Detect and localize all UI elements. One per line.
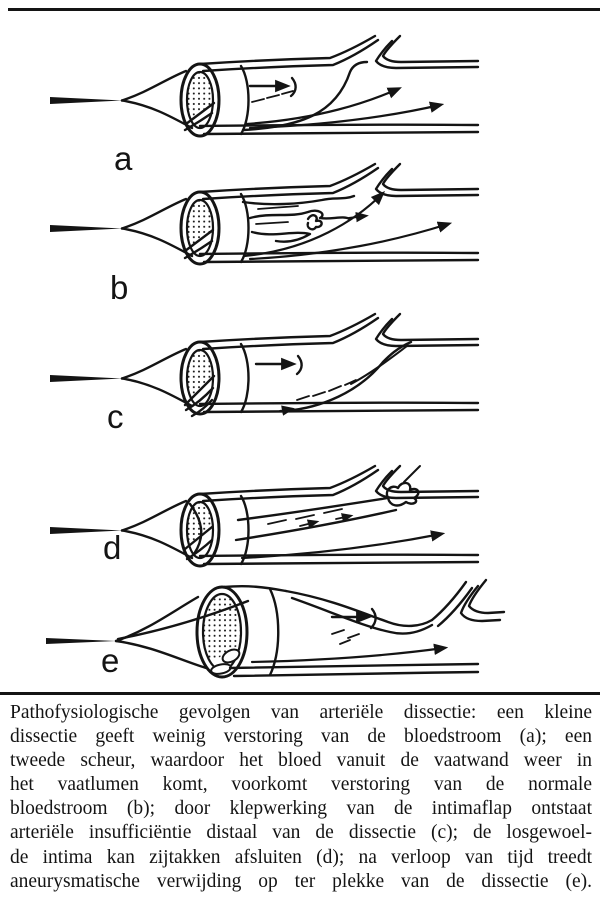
panel-label-a: a <box>114 140 133 177</box>
side-branch <box>381 34 480 64</box>
vessel-walls <box>198 34 480 136</box>
flap-hatching <box>331 629 360 645</box>
caption-line: dissectie geeft weinig verstoring van de… <box>10 726 592 748</box>
vessel-cut-face <box>179 190 250 266</box>
cylinder-rim <box>239 494 250 566</box>
diagram-panel-a: a <box>0 30 600 175</box>
flow-arrows <box>250 607 449 664</box>
flap-hatching <box>251 90 294 103</box>
caption-line: aneurysmatische verwijding op ter plekke… <box>10 870 592 892</box>
vessel-walls <box>222 578 506 678</box>
flap-dashes <box>267 508 343 525</box>
valve-intima-flap <box>279 340 413 416</box>
artery-dissection-diagram-a <box>50 34 480 138</box>
diagram-panel-c: c <box>0 303 600 443</box>
true-lumen-slit <box>210 663 232 675</box>
dissected-intima-sheet <box>234 481 420 542</box>
flow-arrows <box>244 76 445 130</box>
torn-intima-flap <box>241 194 356 243</box>
cylinder-rim <box>239 342 250 414</box>
cylinder-rim <box>239 192 250 264</box>
flow-arrows <box>254 354 303 376</box>
false-lumen-stipple <box>203 594 241 669</box>
flow-arrows <box>240 530 446 560</box>
artery-dissection-diagram-b <box>50 162 480 266</box>
panel-label-c: c <box>107 398 124 435</box>
proximal-intima-tail <box>50 197 194 258</box>
diagram-panel-b: b <box>0 162 600 304</box>
false-lumen-stipple <box>187 502 213 550</box>
caption-separator-rule <box>0 692 600 695</box>
caption-line: arteriële insufficiëntie distaal van de … <box>10 822 592 844</box>
caption-line: tweede scheur, waardoor het bloed vanuit… <box>10 750 592 772</box>
vessel-walls <box>198 464 480 566</box>
side-branch <box>381 464 480 494</box>
caption-line: de intima kan zijtakken afsluiten (d); n… <box>10 846 592 868</box>
branch-occlusion-pocket <box>385 481 420 507</box>
panel-label-e: e <box>101 642 120 679</box>
artery-dissection-diagram-d <box>50 464 480 568</box>
false-lumen-stipple <box>187 72 213 126</box>
figure-caption: Pathofysiologische gevolgen van arteriël… <box>10 701 592 894</box>
diagram-panel-e: e <box>0 572 600 694</box>
panel-label-b: b <box>110 269 129 306</box>
intima-flap-funnel <box>290 596 434 645</box>
caption-line: het vaatlumen komt, voorkomt verstoring … <box>10 774 592 796</box>
proximal-intima-tail <box>50 69 194 130</box>
vessel-cut-face <box>179 62 250 138</box>
vessel-cut-face <box>179 340 250 418</box>
flow-arrows <box>242 190 453 261</box>
vessel-walls <box>198 162 480 264</box>
side-branch <box>430 580 468 622</box>
artery-dissection-diagram-e <box>46 578 506 679</box>
vessel-walls <box>198 312 480 414</box>
aneurysmal-cut-face <box>195 585 280 679</box>
true-lumen-slit <box>221 648 241 664</box>
side-branch <box>381 162 480 192</box>
flap-hatching <box>296 379 357 401</box>
top-rule <box>8 8 600 11</box>
diagram-panel-d: d <box>0 438 600 593</box>
false-lumen-stipple <box>187 350 213 406</box>
artery-dissection-diagram-c <box>50 312 480 418</box>
side-branch <box>381 312 480 342</box>
caption-line: bloedstroom (b); door klepwerking van de… <box>10 798 592 820</box>
panel-label-d: d <box>103 529 122 566</box>
false-lumen-stipple <box>187 200 213 252</box>
caption-line: Pathofysiologische gevolgen van arteriël… <box>10 702 592 723</box>
